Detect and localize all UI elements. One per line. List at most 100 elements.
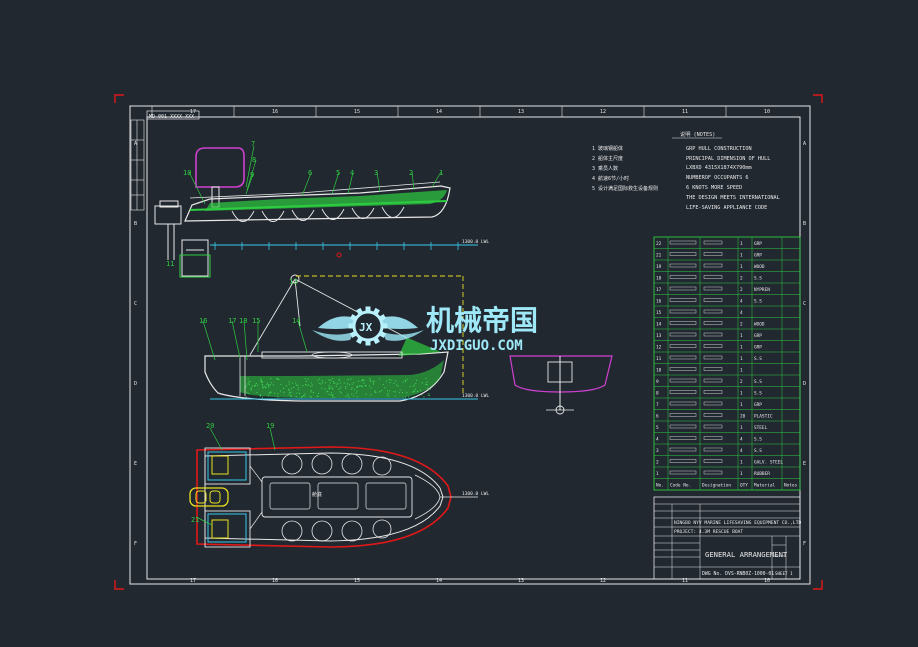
callout-2: 2 bbox=[409, 169, 413, 177]
hatch-dot bbox=[333, 396, 335, 398]
hatch-dot bbox=[339, 382, 341, 384]
hatch-dot bbox=[397, 385, 399, 387]
waterline-label: 1300.0 LWL bbox=[462, 239, 489, 245]
designation-smudge bbox=[703, 355, 723, 360]
code-no-smudge bbox=[669, 298, 697, 302]
hatch-dot bbox=[288, 388, 290, 390]
hatch-dot bbox=[260, 380, 262, 382]
hatch-dot bbox=[402, 392, 403, 394]
code-no-smudge bbox=[669, 390, 697, 394]
column-number-bottom: 15 bbox=[354, 578, 360, 584]
row-letter-left: B bbox=[134, 221, 137, 227]
column-number-bottom: 14 bbox=[436, 578, 442, 584]
code-no-smudge bbox=[669, 344, 697, 348]
hatch-dot bbox=[304, 395, 306, 397]
title-dwg-no: DWG No. DVS-RNB0Z-1000-01 bbox=[702, 571, 774, 577]
designation-smudge bbox=[703, 367, 723, 371]
callout-1: 1 bbox=[439, 169, 443, 177]
hatch-dot bbox=[348, 384, 350, 386]
watermark-mark: JX bbox=[359, 321, 373, 334]
callout-13: 13 bbox=[289, 278, 297, 286]
code-no-smudge bbox=[669, 447, 697, 452]
hatch-dot bbox=[356, 396, 358, 398]
hatch-dot bbox=[304, 378, 306, 380]
hatch-dot bbox=[248, 392, 250, 394]
designation-smudge bbox=[703, 390, 723, 394]
callout-8: 8 bbox=[252, 156, 256, 164]
table-cell: 13 bbox=[656, 333, 662, 339]
hatch-dot bbox=[358, 385, 360, 387]
column-number-top: 17 bbox=[190, 109, 196, 115]
hatch-dot bbox=[280, 383, 282, 385]
hatch-dot bbox=[429, 388, 431, 390]
gear-tooth bbox=[365, 340, 371, 346]
gear-icon bbox=[348, 306, 388, 346]
hatch-dot bbox=[365, 385, 367, 387]
hatch-dot bbox=[361, 386, 363, 388]
row-letter-left: A bbox=[134, 141, 137, 147]
hatch-dot bbox=[347, 379, 349, 380]
hatch-dot bbox=[254, 384, 256, 386]
hatch-dot bbox=[351, 387, 353, 389]
hatch-dot bbox=[256, 392, 258, 394]
table-cell: 1 bbox=[740, 368, 743, 374]
hatch-dot bbox=[310, 390, 312, 391]
table-cell: S.S bbox=[754, 356, 762, 362]
note-right-line: LXBXD 4315X1874X790mm bbox=[686, 165, 752, 171]
note-left-line: 1 玻璃钢船体 bbox=[592, 145, 623, 152]
table-cell: GRP bbox=[754, 345, 762, 351]
hatch-dot bbox=[288, 393, 290, 395]
table-cell: GRP bbox=[754, 241, 762, 247]
hatch-dot bbox=[328, 379, 330, 381]
row-letter-left: E bbox=[134, 461, 137, 467]
hatch-dot bbox=[329, 382, 331, 384]
note-right-line: 6 KNOTS MORE SPEED bbox=[686, 185, 742, 191]
column-number-bottom: 13 bbox=[518, 578, 524, 584]
table-cell: 2 bbox=[740, 276, 743, 282]
hatch-dot bbox=[295, 396, 297, 398]
code-no-smudge bbox=[669, 378, 697, 383]
table-cell: 1 bbox=[740, 264, 743, 270]
hatch-dot bbox=[247, 382, 249, 384]
hatch-dot bbox=[246, 392, 248, 394]
hatch-dot bbox=[360, 385, 362, 387]
table-cell: 1 bbox=[656, 471, 659, 477]
hatch-dot bbox=[307, 378, 309, 380]
hatch-dot bbox=[357, 385, 358, 387]
table-cell: 1 bbox=[740, 241, 743, 247]
hatch-dot bbox=[394, 395, 396, 397]
designation-smudge bbox=[703, 378, 723, 383]
hatch-dot bbox=[250, 389, 252, 391]
hatch-dot bbox=[363, 379, 365, 381]
hatch-dot bbox=[338, 379, 340, 380]
hatch-dot bbox=[248, 381, 250, 383]
hatch-dot bbox=[414, 388, 416, 390]
hatch-dot bbox=[305, 384, 306, 385]
hatch-dot bbox=[328, 387, 330, 389]
table-cell: 10 bbox=[656, 368, 662, 374]
row-letter-right: B bbox=[803, 221, 806, 227]
hatch-dot bbox=[249, 380, 251, 382]
hatch-dot bbox=[321, 387, 323, 389]
code-no-smudge bbox=[669, 355, 697, 360]
table-cell: 4 bbox=[740, 448, 743, 454]
hatch-dot bbox=[353, 395, 355, 397]
hatch-dot bbox=[270, 382, 272, 384]
hatch-dot bbox=[345, 386, 347, 387]
hatch-dot bbox=[426, 381, 428, 383]
table-cell: RUBBER bbox=[754, 471, 770, 477]
